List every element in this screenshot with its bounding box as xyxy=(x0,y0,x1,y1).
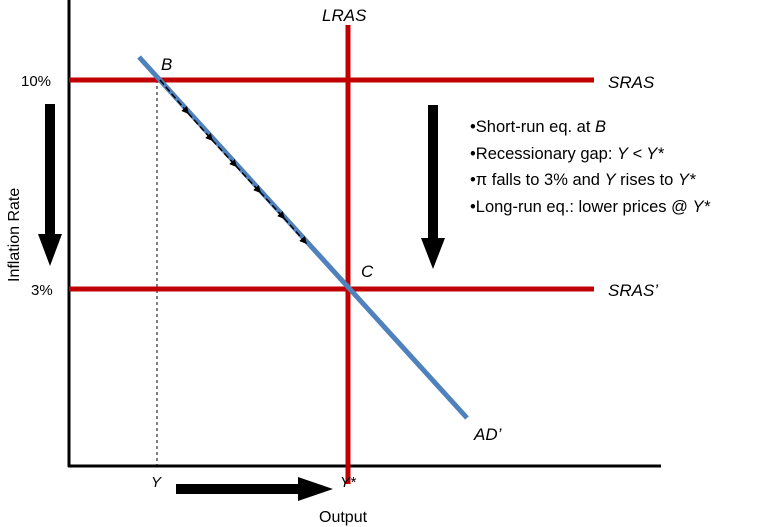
tick-label-3: 3% xyxy=(31,282,53,299)
note-item: •π falls to 3% and Y rises to Y* xyxy=(470,171,696,189)
ad-prime-label: AD’ xyxy=(473,425,502,444)
note-item: •Recessionary gap: Y < Y* xyxy=(470,144,664,163)
sras-label: SRAS xyxy=(608,73,655,92)
point-c-label: C xyxy=(361,262,374,281)
tick-label-10: 10% xyxy=(21,73,51,90)
ad-prime-curve xyxy=(137,55,469,420)
sras-prime-label: SRAS’ xyxy=(608,281,658,300)
adjustment-path-arrows xyxy=(159,79,307,245)
tick-label-y: Y xyxy=(151,474,162,491)
y-axis-label: Inflation Rate xyxy=(6,188,23,282)
explanation-notes: •Short-run eq. at B •Recessionary gap: Y… xyxy=(470,114,769,220)
down-arrow-icon xyxy=(38,104,62,266)
x-axis-label: Output xyxy=(319,509,368,526)
point-b-label: B xyxy=(161,55,172,74)
lras-label: LRAS xyxy=(322,6,367,25)
note-item: •Long-run eq.: lower prices @ Y* xyxy=(470,197,710,216)
down-arrow-icon xyxy=(421,105,445,269)
note-item: •Short-run eq. at B xyxy=(470,118,607,136)
tick-label-ystar: Y* xyxy=(340,474,357,491)
right-arrow-icon xyxy=(176,477,333,501)
